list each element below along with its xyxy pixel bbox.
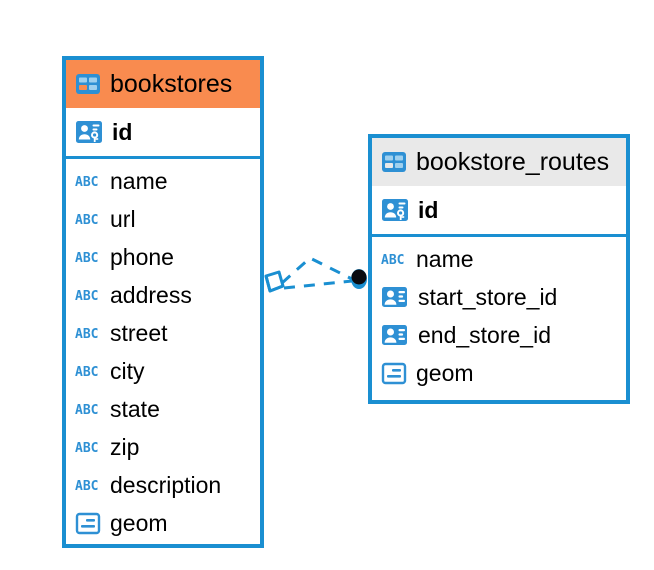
entity-bookstores-header[interactable]: bookstores [66,60,260,108]
geometry-icon [381,360,407,386]
field-label: geom [110,509,168,536]
svg-text:ABC: ABC [75,441,98,456]
text-abc-icon: ABC [75,399,101,419]
field-row[interactable]: ABC address [66,276,260,314]
field-row[interactable]: ABC city [66,352,260,390]
primary-key-icon [381,196,409,224]
field-label: state [110,395,160,422]
field-label: description [110,471,222,498]
foreign-key-icon [381,283,409,311]
entity-bookstores[interactable]: bookstores id [62,56,264,548]
foreign-key-icon [381,321,409,349]
svg-text:ABC: ABC [75,289,98,304]
relationship-line-upper [281,256,353,285]
relationship-line-lower [283,279,353,290]
field-row[interactable]: start_store_id [372,278,626,316]
entity-bookstore-routes-title: bookstore_routes [416,147,610,176]
svg-text:ABC: ABC [75,479,98,494]
entity-bookstore-routes-pk-section: id [372,186,626,237]
text-abc-icon: ABC [75,437,101,457]
svg-text:ABC: ABC [75,251,98,266]
text-abc-icon: ABC [75,209,101,229]
svg-text:ABC: ABC [75,327,98,342]
field-label: url [110,205,136,232]
text-abc-icon: ABC [75,285,101,305]
text-abc-icon: ABC [75,361,101,381]
field-label: id [112,118,133,145]
entity-bookstores-pk-section: id [66,108,260,159]
field-row[interactable]: ABC url [66,200,260,238]
field-label: name [416,245,474,272]
entity-bookstores-title: bookstores [110,69,233,98]
field-row[interactable]: id [66,108,260,156]
geometry-icon [75,510,101,536]
field-row[interactable]: ABC name [66,162,260,200]
entity-bookstore-routes-header[interactable]: bookstore_routes [372,138,626,186]
field-row[interactable]: ABC zip [66,428,260,466]
table-icon [75,71,101,97]
text-abc-icon: ABC [75,475,101,495]
filled-circle-icon [351,269,367,289]
table-icon [381,149,407,175]
field-label: id [418,196,439,223]
text-abc-icon: ABC [75,171,101,191]
field-row[interactable]: ABC description [66,466,260,504]
text-abc-icon: ABC [75,247,101,267]
entity-bookstores-field-list: ABC name ABC url ABC p [66,159,260,542]
field-row[interactable]: ABC street [66,314,260,352]
field-label: street [110,319,168,346]
field-row[interactable]: geom [66,504,260,542]
field-label: phone [110,243,174,270]
field-row[interactable]: id [372,186,626,234]
text-abc-icon: ABC [75,323,101,343]
field-row[interactable]: ABC name [372,240,626,278]
field-row[interactable]: geom [372,354,626,392]
svg-text:ABC: ABC [381,253,404,268]
entity-bookstore-routes-field-list: ABC name start_store_id [372,237,626,392]
primary-key-icon [75,118,103,146]
field-label: end_store_id [418,321,551,348]
field-label: zip [110,433,140,460]
entity-bookstore-routes[interactable]: bookstore_routes id [368,134,630,404]
field-label: city [110,357,145,384]
field-label: address [110,281,192,308]
svg-text:ABC: ABC [75,175,98,190]
field-label: geom [416,359,474,386]
field-row[interactable]: ABC phone [66,238,260,276]
text-abc-icon: ABC [381,249,407,269]
svg-text:ABC: ABC [75,365,98,380]
svg-text:ABC: ABC [75,403,98,418]
field-label: name [110,167,168,194]
field-row[interactable]: ABC state [66,390,260,428]
svg-text:ABC: ABC [75,213,98,228]
crows-foot-diamond-icon [264,270,285,293]
field-label: start_store_id [418,283,558,310]
field-row[interactable]: end_store_id [372,316,626,354]
